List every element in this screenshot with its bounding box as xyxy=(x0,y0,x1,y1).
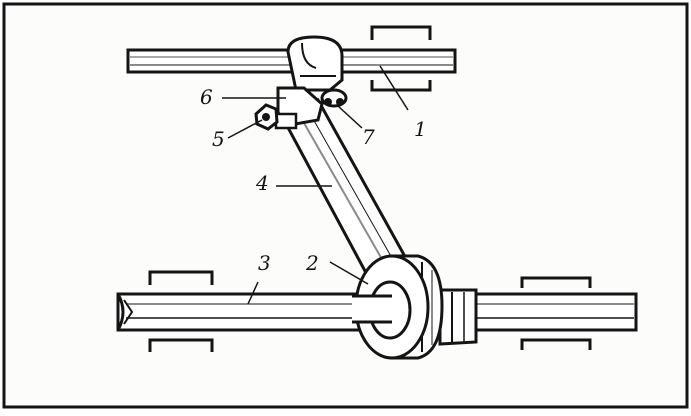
clamp-collar xyxy=(286,35,344,92)
label-part-6: 6 xyxy=(200,85,213,109)
lower-left-bracket-top xyxy=(148,270,214,285)
upper-bearing-bracket-bottom xyxy=(370,80,432,92)
hex-nut xyxy=(254,103,279,131)
hub xyxy=(352,254,478,360)
label-part-4: 4 xyxy=(255,171,269,195)
clamp-pin xyxy=(320,88,348,108)
label-part-7: 7 xyxy=(362,125,375,149)
lever-head-bracket xyxy=(274,86,324,130)
label-part-5: 5 xyxy=(212,127,225,151)
leader-line-5 xyxy=(227,119,263,139)
label-part-3: 3 xyxy=(258,251,271,275)
leader-line-1 xyxy=(379,65,409,111)
label-part-2: 2 xyxy=(305,251,319,275)
lower-left-bracket-bottom xyxy=(148,338,214,352)
lower-right-bracket-bottom xyxy=(520,338,592,350)
leader-line-3 xyxy=(247,281,259,305)
leader-line-7 xyxy=(337,105,363,129)
upper-bearing-bracket-top xyxy=(370,25,432,40)
label-part-1: 1 xyxy=(414,117,427,141)
leader-line-2 xyxy=(329,261,369,285)
lower-right-bracket-top xyxy=(520,276,592,288)
